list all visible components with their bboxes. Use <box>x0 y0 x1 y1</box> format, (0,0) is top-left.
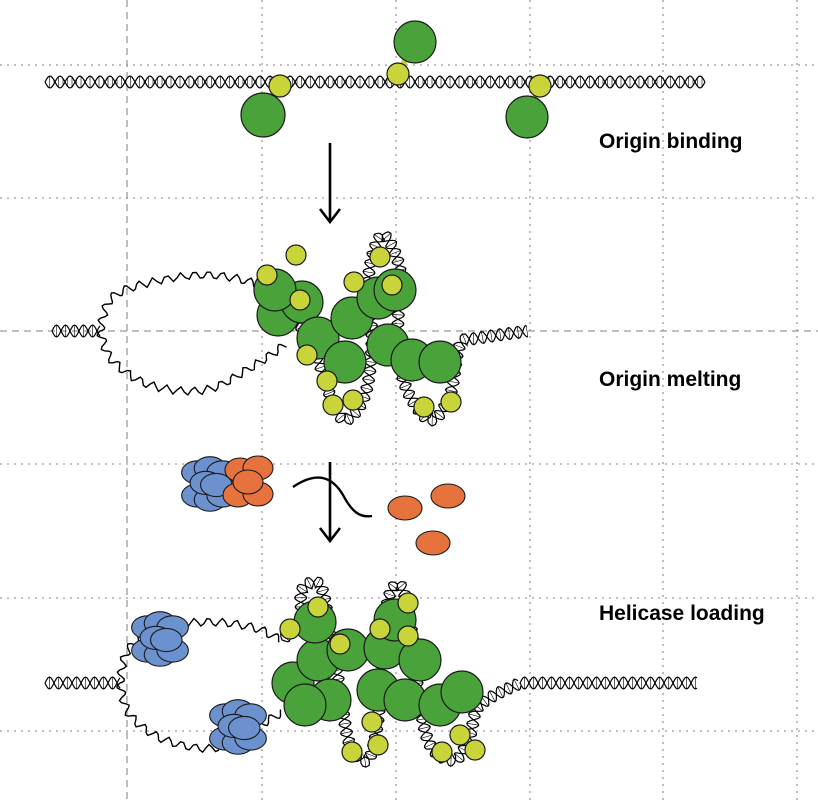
initiator-small-domain <box>381 274 403 296</box>
initiator-small-domain <box>386 62 410 86</box>
initiator-small-domain <box>296 344 318 366</box>
initiator-large-domain <box>240 92 286 138</box>
initiator-small-domain <box>329 633 351 655</box>
initiator-small-domain <box>431 741 453 763</box>
initiator-protein-icon <box>240 74 292 138</box>
initiator-small-domain <box>413 396 435 418</box>
initiator-small-domain <box>279 618 301 640</box>
initiator-small-domain <box>341 741 363 763</box>
initiator-small-domain <box>449 724 471 746</box>
initiator-small-domain <box>397 592 419 614</box>
initiator-small-domain <box>361 711 383 733</box>
subunit <box>150 627 183 653</box>
initiator-small-domain <box>256 264 278 286</box>
initiator-large-domain <box>393 20 437 64</box>
subunit <box>228 715 261 741</box>
helicase-loader-exchange <box>181 455 466 556</box>
down-arrow-icon <box>318 143 342 225</box>
subunit <box>232 469 264 495</box>
down-arrow-icon <box>318 462 342 544</box>
step-helicase-loading <box>131 592 486 763</box>
dna-helix <box>519 676 698 690</box>
step-origin-binding <box>240 20 552 139</box>
hexameric-helicase-icon <box>131 611 189 667</box>
initiator-large-domain <box>440 670 484 714</box>
initiator-large-domain <box>283 683 327 727</box>
initiator-large-domain <box>418 340 462 384</box>
initiator-large-domain <box>505 95 549 139</box>
arrow-layer <box>292 143 373 544</box>
dna-helix <box>51 324 101 338</box>
origin-binding-label: Origin binding <box>599 130 743 153</box>
single-strand-dna <box>96 330 287 396</box>
helicase-loading-label: Helicase loading <box>599 602 765 625</box>
initiator-small-domain <box>440 391 462 413</box>
release-curve-icon <box>292 476 373 518</box>
initiator-small-domain <box>289 289 311 311</box>
initiator-large-domain <box>398 638 442 682</box>
initiator-protein-icon <box>386 20 437 86</box>
subunit <box>387 495 423 521</box>
initiator-small-domain <box>307 596 329 618</box>
initiator-small-domain <box>342 389 364 411</box>
initiator-small-domain <box>369 246 391 268</box>
initiator-small-domain <box>397 625 419 647</box>
hexameric-helicase-icon <box>209 699 267 755</box>
initiator-small-domain <box>268 74 292 98</box>
dna-helix <box>44 676 121 690</box>
single-strand-dna <box>97 271 279 332</box>
initiator-small-domain <box>343 271 365 293</box>
initiator-small-domain <box>285 244 307 266</box>
initiator-small-domain <box>528 74 552 98</box>
initiator-small-domain <box>316 370 338 392</box>
subunit <box>415 530 451 556</box>
initiator-small-domain <box>367 734 389 756</box>
origin-melting-label: Origin melting <box>599 368 742 391</box>
subunit <box>430 483 466 509</box>
protein-layer <box>131 20 552 763</box>
initiator-protein-icon <box>505 74 552 139</box>
step-origin-melting <box>253 244 462 418</box>
initiator-large-domain <box>323 340 367 384</box>
dna-helix <box>44 75 706 89</box>
helicase-loader-icon <box>222 455 274 508</box>
initiator-small-domain <box>464 739 486 761</box>
initiator-small-domain <box>322 394 344 416</box>
initiator-small-domain <box>369 618 391 640</box>
